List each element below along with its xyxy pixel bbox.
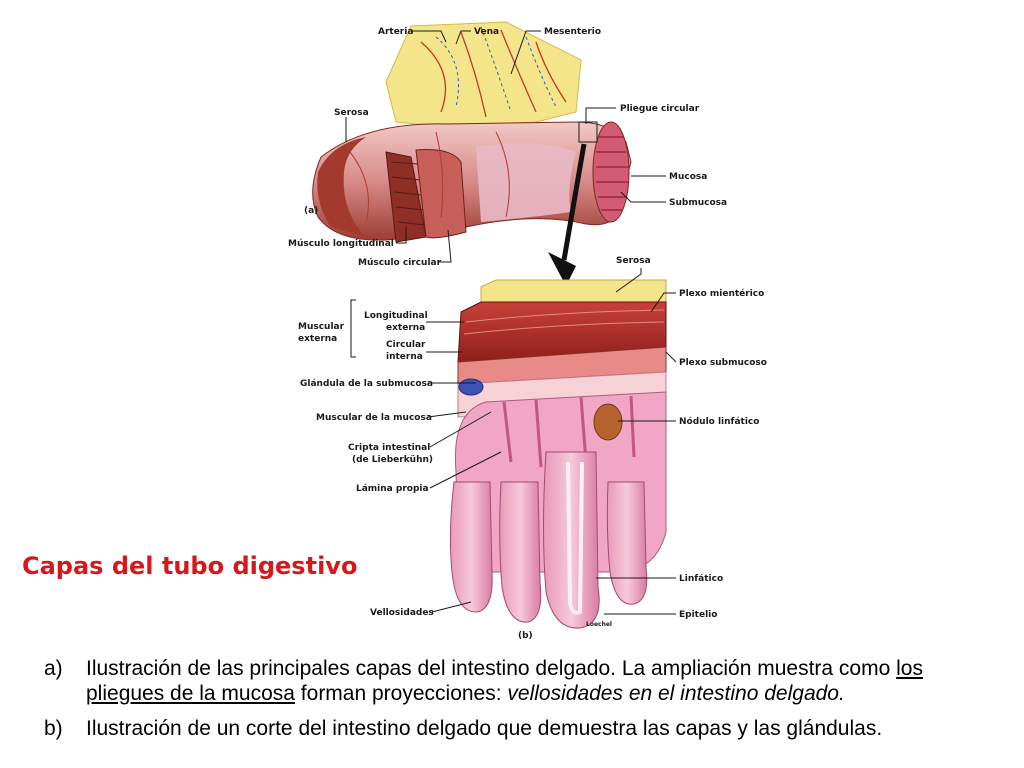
caption-item-a: a) Ilustración de las principales capas …	[44, 656, 994, 706]
label-muscular-externa-2: externa	[298, 334, 337, 344]
caption-text: Ilustración de un corte del intestino de…	[86, 717, 883, 740]
label-plexo-mienterico: Plexo mientérico	[679, 288, 764, 299]
label-plexo-submucoso: Plexo submucoso	[679, 358, 767, 368]
label-vellosidades: Vellosidades	[370, 608, 434, 618]
label-circular-interna-1: Circular	[386, 340, 426, 350]
caption-text: Ilustración de las principales capas del…	[86, 657, 897, 680]
label-musculo-longitudinal: Músculo longitudinal	[288, 239, 394, 249]
label-nodulo-linfatico: Nódulo linfático	[679, 416, 759, 427]
villi	[449, 451, 648, 629]
intestine-tube	[312, 121, 632, 243]
figure-labels: Arteria Vena Mesenterio Serosa Pliegue c…	[288, 27, 767, 640]
label-mucosa: Mucosa	[669, 172, 707, 182]
mesentery	[385, 21, 582, 128]
caption-underlined-text: los pliegues de la mucosa	[86, 657, 923, 705]
caption-list: a) Ilustración de las principales capas …	[44, 656, 994, 751]
label-cripta-2: (de Lieberkühn)	[352, 455, 433, 465]
label-pliegue-circular: Pliegue circular	[620, 104, 700, 114]
label-muscular-externa-1: Muscular	[298, 322, 345, 332]
label-submucosa: Submucosa	[669, 198, 727, 208]
caption-marker: a)	[44, 657, 63, 680]
panel-b-label: (b)	[518, 631, 533, 640]
label-serosa-a: Serosa	[334, 108, 369, 118]
label-vena: Vena	[474, 27, 499, 37]
label-cripta-1: Cripta intestinal	[348, 443, 430, 453]
label-longitudinal-externa-2: externa	[386, 323, 425, 333]
label-longitudinal-externa-1: Longitudinal	[364, 311, 428, 321]
slide-title: Capas del tubo digestivo	[22, 552, 358, 580]
label-circular-interna-2: interna	[386, 352, 423, 362]
label-linfatico: Linfático	[679, 574, 723, 584]
magnification-arrow	[548, 143, 587, 286]
label-arteria: Arteria	[378, 27, 413, 37]
label-glandula-submucosa: Glándula de la submucosa	[300, 379, 433, 389]
label-muscular-mucosa: Muscular de la mucosa	[316, 413, 432, 423]
label-serosa-b: Serosa	[616, 256, 651, 266]
label-lamina-propia: Lámina propia	[356, 484, 429, 494]
label-mesenterio: Mesenterio	[544, 27, 601, 37]
intestine-illustration: Arteria Vena Mesenterio Serosa Pliegue c…	[288, 21, 767, 640]
label-epitelio: Epitelio	[679, 610, 717, 620]
artist-signature: Loechel	[586, 621, 612, 628]
panel-a-label: (a)	[304, 206, 318, 216]
label-musculo-circular: Músculo circular	[358, 258, 442, 268]
caption-italic-text: vellosidades en el intestino delgado.	[507, 682, 845, 705]
leader-lines	[345, 30, 677, 615]
caption-marker: b)	[44, 717, 63, 740]
caption-text: forman proyecciones:	[294, 682, 508, 705]
caption-item-b: b) Ilustración de un corte del intestino…	[44, 716, 994, 741]
